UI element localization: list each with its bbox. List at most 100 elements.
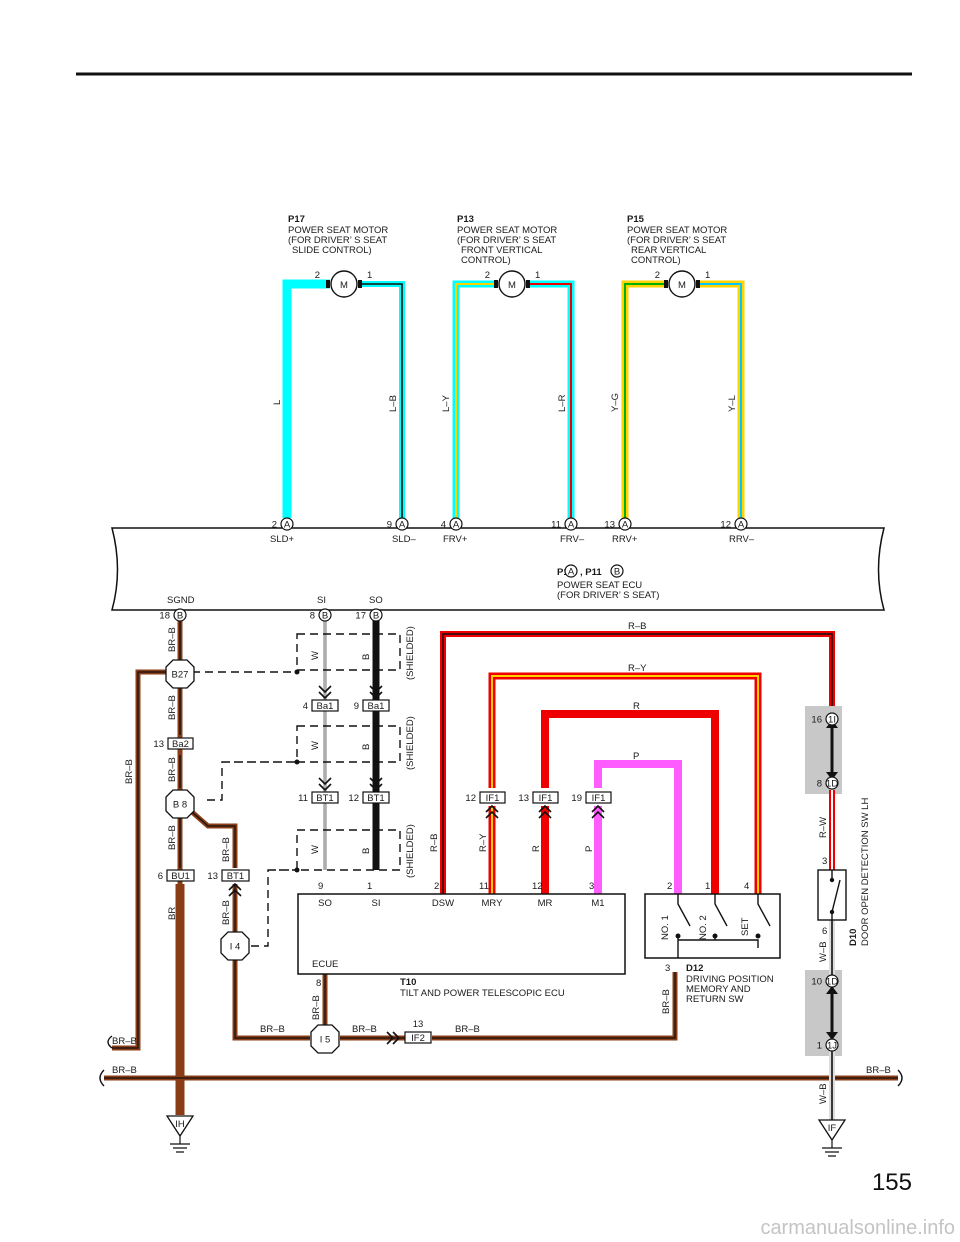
junction-b8: B 8 xyxy=(165,789,195,819)
wire-label-y-g: Y–G xyxy=(610,393,621,412)
chevron-ba1-w xyxy=(318,685,332,700)
wire-label-br-b-6: BR–B xyxy=(221,837,232,862)
svg-text:SLIDE CONTROL): SLIDE CONTROL) xyxy=(292,245,372,256)
wire-br-b-i5-d12 xyxy=(340,972,678,1041)
connector-bt1-w: BT1 11 xyxy=(298,791,339,804)
wire-label-br-b-9: BR–B xyxy=(661,989,672,1014)
svg-text:, P11: , P11 xyxy=(580,567,602,578)
wire-label-br-b-13: BR–B xyxy=(112,1036,137,1047)
svg-text:A: A xyxy=(738,520,745,531)
svg-text:M1: M1 xyxy=(591,898,604,909)
shield-dot-3 xyxy=(294,867,300,873)
svg-text:10: 10 xyxy=(811,977,822,988)
svg-text:12: 12 xyxy=(532,881,543,892)
ground-ih: IH xyxy=(165,1115,195,1153)
memory-switch-dot-3 xyxy=(755,933,761,939)
page-number: 155 xyxy=(872,1169,912,1196)
svg-text:9: 9 xyxy=(387,520,392,531)
connector-if1-r-y: IF1 12 xyxy=(465,791,506,804)
connector-1j: 1J 1 xyxy=(817,1038,839,1052)
wire-r-b xyxy=(440,631,835,894)
wire-label-y-l: Y–L xyxy=(727,395,738,412)
chevron-ba1-b xyxy=(369,685,383,700)
svg-text:M: M xyxy=(678,280,686,291)
svg-text:T10: T10 xyxy=(400,977,416,988)
svg-text:SLD+: SLD+ xyxy=(270,534,294,545)
door-switch-pin-bottom: 6 xyxy=(822,926,827,937)
motor-p17-label: P17 POWER SEAT MOTOR (FOR DRIVER’ S SEAT… xyxy=(288,214,388,256)
connector-ba2: Ba2 13 xyxy=(153,737,194,750)
wire-label-l: L xyxy=(272,400,283,405)
shielded-label-2: (SHIELDED) xyxy=(405,716,416,770)
svg-text:1: 1 xyxy=(367,881,372,892)
svg-text:IF1: IF1 xyxy=(539,793,553,804)
wire-label-br-b-11: BR–B xyxy=(352,1024,377,1035)
junction-link-bottom xyxy=(826,986,838,1040)
svg-text:BU1: BU1 xyxy=(171,871,189,882)
door-switch-code: D10 xyxy=(848,929,859,946)
wire-label-br-b-2: BR–B xyxy=(167,695,178,720)
wire-r xyxy=(541,710,719,894)
svg-text:(FOR DRIVER’ S SEAT): (FOR DRIVER’ S SEAT) xyxy=(557,590,659,601)
svg-text:BT1: BT1 xyxy=(367,793,384,804)
pin-label-si: SI xyxy=(317,595,326,606)
motor-p17-symbol: M 2 1 xyxy=(315,270,372,298)
pin-label-so: SO xyxy=(369,595,383,606)
ecu-pin-so: B 17 xyxy=(355,608,383,622)
svg-text:1I: 1I xyxy=(828,715,836,726)
svg-text:12: 12 xyxy=(720,520,731,531)
svg-text:A: A xyxy=(399,520,406,531)
wire-l-y xyxy=(452,280,497,518)
svg-text:MR: MR xyxy=(538,898,553,909)
wire-label-br-b-8: BR–B xyxy=(311,995,322,1020)
svg-text:1: 1 xyxy=(705,270,710,281)
svg-text:9: 9 xyxy=(318,881,323,892)
svg-text:POWER SEAT MOTOR: POWER SEAT MOTOR xyxy=(457,225,557,236)
wire-label-l-b: L–B xyxy=(388,395,399,412)
svg-text:A: A xyxy=(622,520,629,531)
wire-l-r xyxy=(527,280,575,518)
door-switch-dot-1 xyxy=(829,877,835,883)
svg-text:3: 3 xyxy=(665,963,670,974)
svg-text:4: 4 xyxy=(441,520,446,531)
bus-break-left-2 xyxy=(99,1069,105,1087)
svg-text:4: 4 xyxy=(744,881,749,892)
svg-text:2: 2 xyxy=(315,270,320,281)
wire-label-w-1: W xyxy=(310,651,321,660)
tilt-ecu-name: ECUE xyxy=(312,959,338,970)
junction-i4: I 4 xyxy=(220,931,250,961)
chevron-bt1-b xyxy=(369,777,383,792)
svg-text:11: 11 xyxy=(298,793,308,804)
wire-label-br-b-3: BR–B xyxy=(167,757,178,782)
connector-bu1: BU1 6 xyxy=(158,869,195,882)
motor-p13-symbol: M 2 1 xyxy=(485,270,540,298)
ecu-pin-frv-minus: A 11 FRV– xyxy=(551,517,585,545)
ecu-pin-rrv-minus: A 12 RRV– xyxy=(720,517,755,545)
chevron-if1 xyxy=(485,804,605,819)
svg-text:IF1: IF1 xyxy=(486,793,500,804)
svg-text:Ba2: Ba2 xyxy=(172,739,189,750)
svg-text:FRV–: FRV– xyxy=(560,534,585,545)
svg-text:Ba1: Ba1 xyxy=(368,701,385,712)
svg-text:TILT AND POWER TELESCOPIC ECU: TILT AND POWER TELESCOPIC ECU xyxy=(400,988,565,999)
wire-label-r-top: R xyxy=(633,701,640,712)
svg-text:13: 13 xyxy=(207,871,218,882)
svg-text:POWER SEAT MOTOR: POWER SEAT MOTOR xyxy=(627,225,727,236)
svg-text:13: 13 xyxy=(518,793,529,804)
svg-text:REAR VERTICAL: REAR VERTICAL xyxy=(631,245,706,256)
svg-text:CONTROL): CONTROL) xyxy=(461,255,511,266)
svg-text:DSW: DSW xyxy=(432,898,454,909)
connector-if2: IF2 13 xyxy=(404,1019,432,1044)
svg-text:D12: D12 xyxy=(686,963,703,974)
svg-text:2: 2 xyxy=(667,881,672,892)
motor-p13-label: P13 POWER SEAT MOTOR (FOR DRIVER’ S SEAT… xyxy=(457,214,557,266)
wire-label-w-b-1: W–B xyxy=(818,941,829,962)
wire-label-p-side: P xyxy=(584,846,595,852)
svg-text:11: 11 xyxy=(479,881,489,892)
wire-label-l-y: L–Y xyxy=(441,394,452,412)
svg-text:2: 2 xyxy=(655,270,660,281)
tilt-ecu-ground-pin: 8 xyxy=(316,978,321,989)
svg-text:8: 8 xyxy=(310,611,315,622)
chevron-bt1-w xyxy=(318,777,332,792)
svg-text:13: 13 xyxy=(413,1019,424,1030)
